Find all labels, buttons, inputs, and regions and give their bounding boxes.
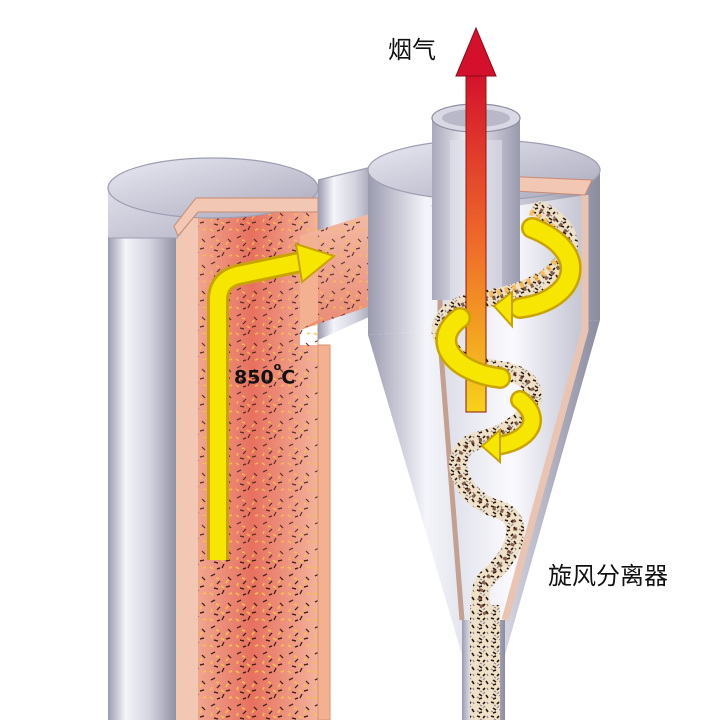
connecting-duct [300, 164, 388, 340]
flue-gas-label: 烟气 [388, 36, 436, 64]
up-flow-arrow-icon [207, 242, 337, 560]
spiral-flow-icon [435, 217, 582, 465]
temperature-label: 850oC [234, 360, 296, 389]
temperature-value: 850 [234, 366, 274, 389]
cyclone-separator-label: 旋风分离器 [548, 562, 668, 590]
temperature-unit: C [281, 366, 296, 389]
degree-mark: o [273, 360, 282, 373]
flue-gas-arrow-icon [455, 26, 497, 413]
